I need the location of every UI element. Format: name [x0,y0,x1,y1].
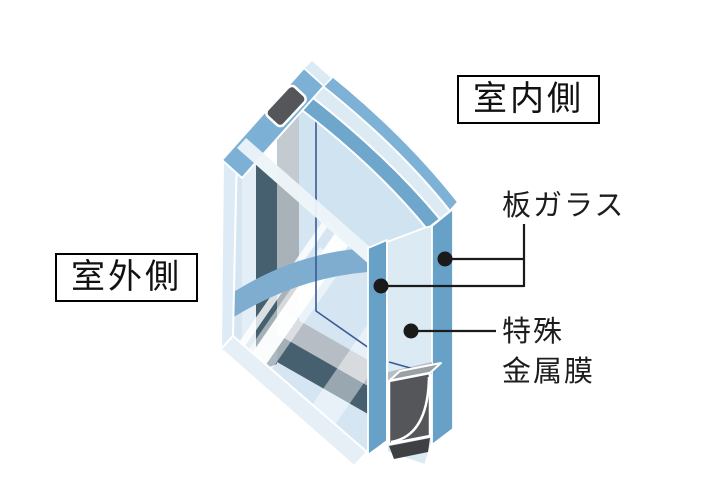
spacer-box-front-face [387,371,432,446]
outdoor-side-label: 室外側 [55,253,198,302]
special-metal-film-label: 特殊 金属膜 [502,312,595,392]
plate-glass-label: 板ガラス [502,190,626,222]
unit-apex-sliver [303,59,333,87]
glass-reflection-lower [296,282,370,445]
outer-pane-front-face-group [233,148,370,452]
bottom-spacer-cross-section [387,361,442,459]
top-spacer-cross-section [265,84,307,128]
callout-dots [373,251,453,339]
outer-pane-sweep-band [233,248,368,320]
inner-pane-right-edge-band [431,208,454,446]
callout-dot-metal-film [403,323,419,339]
outer-pane-top-edge-highlight [237,138,379,265]
callout-dot-inner-pane [437,251,453,267]
callouts [381,224,526,333]
outer-pane-right-edge-band [367,239,388,456]
glass-reflection-bright [250,210,366,366]
callout-dot-outer-pane [373,278,389,294]
special-metal-film-label-line2: 金属膜 [502,356,596,388]
gap-pale-column [242,150,256,365]
spacer-box-highlight-arc [390,376,431,444]
spacer-box-lower-seal [389,438,430,459]
special-metal-film-label-line1: 特殊 [502,316,565,348]
indoor-side-label: 室内側 [457,75,600,124]
metal-film-line [315,102,390,363]
outer-pane-bottom-edge-face [220,335,368,467]
